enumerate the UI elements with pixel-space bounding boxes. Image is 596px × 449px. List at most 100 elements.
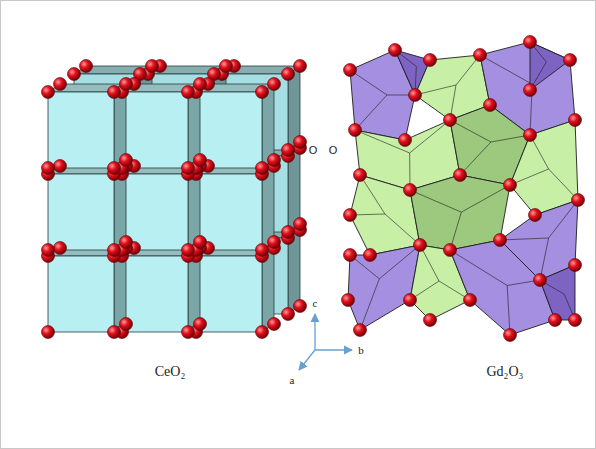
atom-label: O	[309, 145, 318, 156]
polyhedron	[348, 245, 420, 330]
oxygen-atom	[474, 49, 487, 62]
oxygen-atom	[220, 60, 233, 73]
facet-edge	[379, 245, 420, 279]
oxygen-atom	[282, 144, 295, 157]
oxygen-atom	[268, 236, 281, 249]
oxygen-atom	[108, 162, 121, 175]
oxygen-atom	[256, 86, 269, 99]
oxygen-atom	[146, 60, 159, 73]
oxygen-atom	[344, 209, 357, 222]
oxygen-atom	[194, 154, 207, 167]
oxygen-atom	[268, 318, 281, 331]
oxygen-atom	[108, 244, 121, 257]
oxygen-atom	[534, 274, 547, 287]
oxygen-atom	[344, 64, 357, 77]
oxygen-atom	[194, 318, 207, 331]
oxygen-atom	[344, 249, 357, 262]
oxygen-atom	[349, 124, 362, 137]
oxygen-atom	[414, 239, 427, 252]
oxygen-atom	[569, 314, 582, 327]
oxygen-atom	[399, 134, 412, 147]
oxygen-atom	[569, 259, 582, 272]
cube-front	[48, 92, 114, 168]
facet-edge	[410, 190, 461, 212]
oxygen-atom	[494, 234, 507, 247]
cube-front	[196, 256, 262, 332]
oxygen-atom	[294, 300, 307, 313]
oxygen-atom	[564, 54, 577, 67]
oxygen-atom	[256, 326, 269, 339]
cube-front	[196, 174, 262, 250]
polyhedron-face	[510, 120, 578, 215]
cube-front	[48, 256, 114, 332]
oxygen-atom	[282, 68, 295, 81]
oxygen-atom	[120, 78, 133, 91]
polyhedron-face	[410, 175, 510, 250]
atom-label: O	[329, 145, 338, 156]
polyhedron	[350, 175, 420, 255]
oxygen-atom	[389, 44, 402, 57]
compound-label: Gd₂O₃	[487, 365, 524, 379]
oxygen-atom	[294, 218, 307, 231]
facet-edge	[410, 120, 450, 153]
axis-c	[314, 314, 315, 350]
oxygen-atom	[549, 314, 562, 327]
oxygen-atom	[108, 86, 121, 99]
oxygen-atom	[424, 54, 437, 67]
oxygen-atom	[454, 169, 467, 182]
oxygen-atom	[282, 308, 295, 321]
axis-label: c	[313, 298, 318, 309]
polyhedron-face	[530, 42, 570, 90]
oxygen-atom	[194, 78, 207, 91]
cube	[122, 84, 200, 168]
oxygen-atom	[80, 60, 93, 73]
oxygen-atom	[120, 154, 133, 167]
oxygen-atom	[256, 244, 269, 257]
oxygen-atom	[529, 209, 542, 222]
facet-edge	[360, 175, 385, 214]
oxygen-atom	[182, 86, 195, 99]
cube-front	[196, 92, 262, 168]
polyhedron	[530, 42, 570, 90]
oxygen-atom	[42, 244, 55, 257]
oxygen-atom	[120, 236, 133, 249]
polyhedron-face	[350, 175, 420, 255]
oxygen-atom	[54, 78, 67, 91]
gd2o3-structure	[342, 36, 585, 342]
polyhedron	[410, 175, 510, 250]
oxygen-atom	[484, 99, 497, 112]
cube	[122, 248, 200, 332]
oxygen-atom	[504, 329, 517, 342]
oxygen-atom	[182, 162, 195, 175]
cube	[196, 248, 274, 332]
cube-front	[48, 174, 114, 250]
oxygen-atom	[268, 154, 281, 167]
cube	[48, 84, 126, 168]
oxygen-atom	[404, 184, 417, 197]
ceo2-structure	[42, 60, 307, 339]
oxygen-atom	[404, 294, 417, 307]
oxygen-atom	[342, 294, 355, 307]
facet-edge	[461, 185, 510, 212]
oxygen-atom	[68, 68, 81, 81]
oxygen-atom	[524, 84, 537, 97]
axis-label: a	[290, 375, 295, 386]
oxygen-atom	[42, 86, 55, 99]
axis-triad	[299, 314, 352, 370]
oxygen-atom	[524, 129, 537, 142]
facet-edge	[500, 238, 549, 240]
cube	[48, 248, 126, 332]
oxygen-atom	[524, 36, 537, 49]
compound-label: CeO₂	[155, 365, 186, 379]
facet-edge	[450, 120, 491, 142]
oxygen-atom	[504, 179, 517, 192]
cube-front	[122, 92, 188, 168]
oxygen-atom	[409, 89, 422, 102]
oxygen-atom	[424, 314, 437, 327]
facet-edge	[507, 286, 510, 336]
oxygen-atom	[256, 162, 269, 175]
polyhedron	[450, 240, 555, 335]
oxygen-atom	[42, 162, 55, 175]
oxygen-atom	[42, 326, 55, 339]
